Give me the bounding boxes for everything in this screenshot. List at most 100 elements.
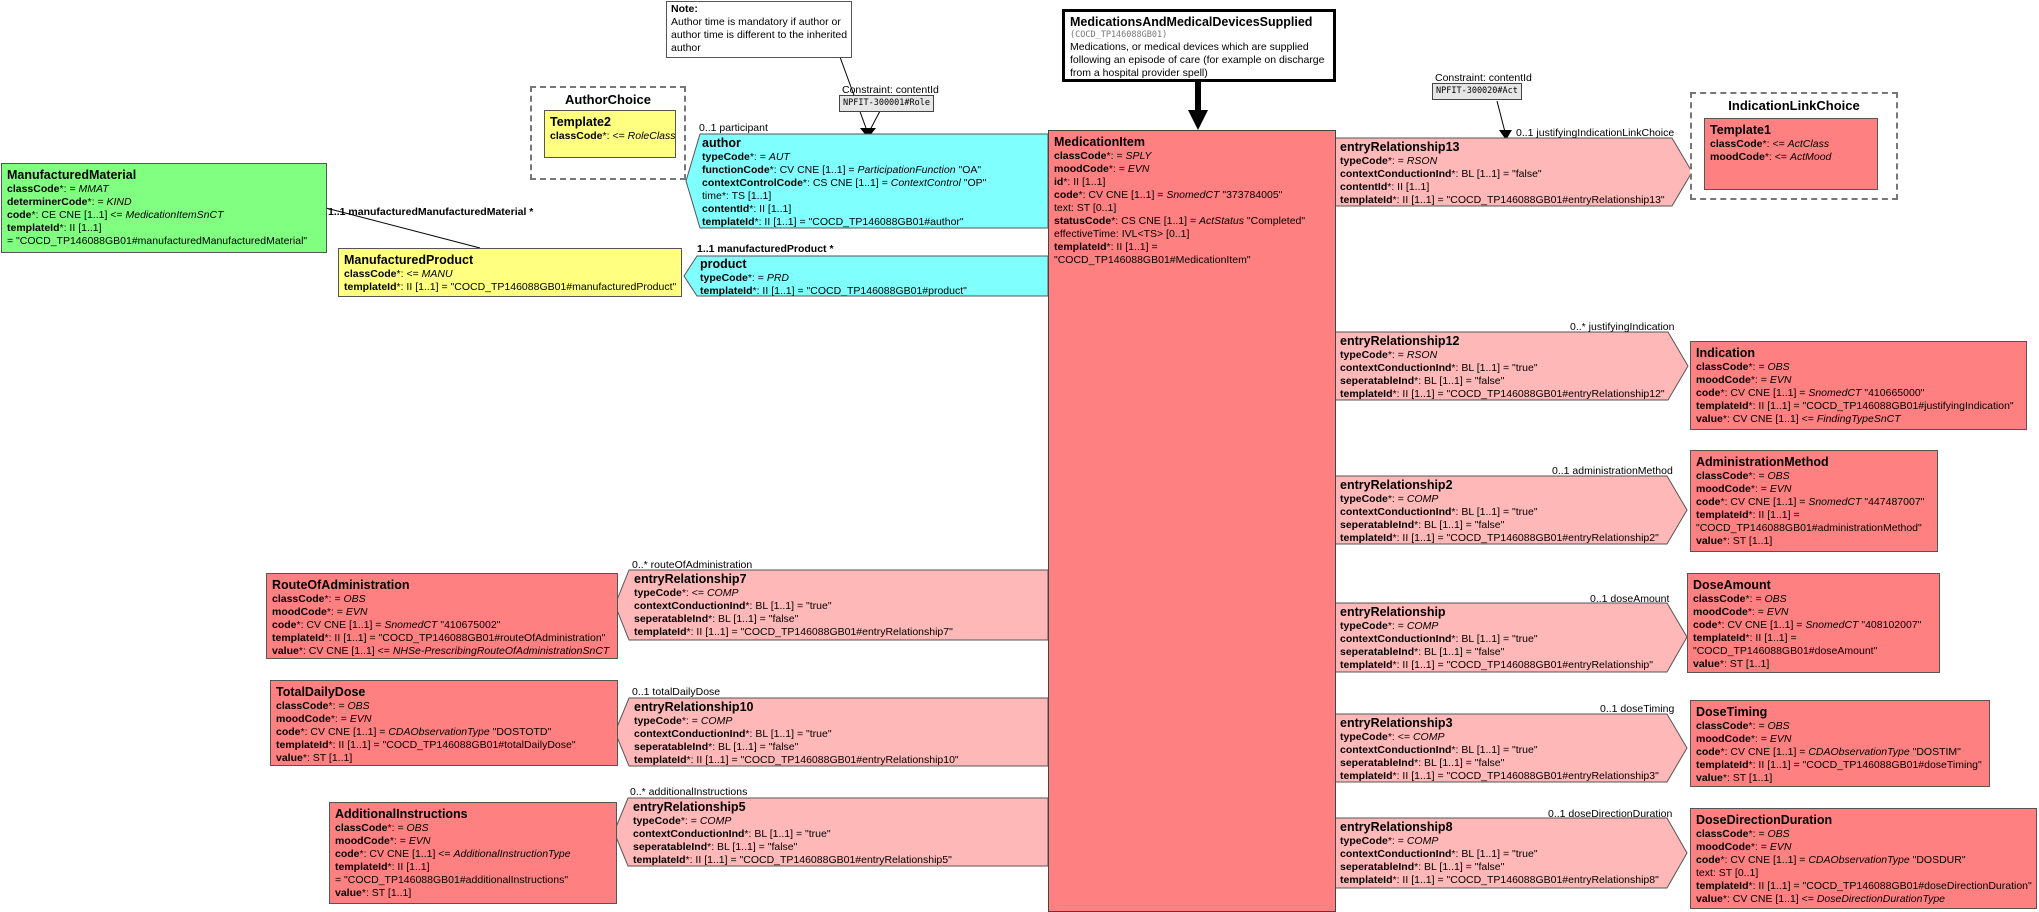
attribute-definition: *: II [1..1] = "COCD_TP146088GB01#entryR…	[685, 854, 952, 866]
attribute-vocabulary: KIND	[106, 196, 132, 208]
attribute-name: seperatableInd	[1340, 646, 1415, 658]
additional-instructions-title: AdditionalInstructions	[335, 807, 468, 821]
attribute-definition: *: II [1..1] = "COCD_TP146088GB01#author…	[754, 216, 964, 228]
header-desc-1: Medications, or medical devices which ar…	[1070, 41, 1309, 53]
attribute-name: code	[1696, 496, 1721, 508]
attribute-vocabulary: ActMood	[1789, 151, 1832, 163]
attribute-line: templateId*: II [1..1] = "COCD_TP146088G…	[1340, 874, 1666, 887]
attribute-line: templateId*: II [1..1] = "COCD_TP146088G…	[276, 739, 613, 752]
attribute-line: templateId*: II [1..1] = "COCD_TP146088G…	[344, 281, 677, 294]
attribute-definition: *: II [1..1] = "COCD_TP146088GB01#routeO…	[324, 632, 606, 644]
attribute-definition: *: =	[387, 822, 407, 834]
attribute-definition: = "COCD_TP146088GB01#additionalInstructi…	[335, 874, 569, 886]
attribute-line: text: ST [0..1]	[1054, 202, 1331, 215]
attribute-vocabulary: EVN	[1766, 606, 1789, 618]
author-constraint-value: NPFIT-300001#Role	[839, 95, 934, 112]
attribute-definition: *: CV CNE [1..1] =	[1720, 387, 1809, 399]
attribute-name: templateId	[1340, 194, 1393, 206]
attribute-definition: *: II [1..1] = "COCD_TP146088GB01#doseDi…	[1748, 880, 2032, 892]
attribute-vocabulary: OBS	[1767, 720, 1790, 732]
attribute-line: code*: CV CNE [1..1] <= AdditionalInstru…	[335, 848, 612, 861]
attribute-definition: *: II [1..1] = "COCD_TP146088GB01#justif…	[1748, 400, 2014, 412]
attribute-name: templateId	[276, 739, 329, 751]
attribute-definition: *: =	[330, 713, 350, 725]
attribute-line: typeCode*: = RSON	[1340, 155, 1672, 168]
attribute-value: "410675002"	[437, 619, 501, 631]
attribute-line: contentId*: II [1..1]	[1340, 181, 1672, 194]
attribute-name: value	[272, 645, 299, 657]
attribute-definition: *: ST [1..1]	[302, 752, 353, 764]
attribute-name: code	[276, 726, 301, 738]
participant-label: 0..1 participant	[699, 122, 768, 134]
attribute-vocabulary: MedicationItemSnCT	[125, 209, 224, 221]
attribute-vocabulary: SPLY	[1125, 150, 1152, 162]
attribute-definition: *: II [1..1]	[387, 861, 430, 873]
attribute-vocabulary: AUT	[768, 151, 790, 163]
template2-title: Template2	[550, 115, 611, 129]
attribute-definition: *: BL [1..1] = "true"	[744, 828, 831, 840]
attribute-line: typeCode*: = COMP	[1340, 493, 1666, 506]
er13-title: entryRelationship13	[1340, 140, 1460, 154]
attribute-vocabulary: EVN	[349, 713, 372, 725]
attribute-line: classCode*: = OBS	[1696, 470, 1933, 483]
author-choice-title: AuthorChoice	[565, 92, 651, 107]
attribute-line: contextControlCode*: CS CNE [1..1] = Con…	[702, 177, 1044, 190]
attribute-vocabulary: SnomedCT	[384, 619, 438, 631]
manufactured-material-title: ManufacturedMaterial	[7, 168, 137, 182]
attribute-line: typeCode*: <= COMP	[1340, 731, 1666, 744]
attribute-definition: *: =	[1387, 349, 1407, 361]
attribute-line: classCode*: = OBS	[272, 593, 613, 606]
constraint-connector-indication	[1496, 100, 1506, 133]
dose-direction-duration-label: 0..1 doseDirectionDuration	[1548, 808, 1673, 820]
attribute-line: moodCode*: = EVN	[1696, 841, 2032, 854]
attribute-definition: *: ST [1..1]	[361, 887, 412, 899]
attribute-line: seperatableInd*: BL [1..1] = "false"	[1340, 375, 1668, 388]
attribute-definition: *: CV CNE [1..1] <=	[359, 848, 454, 860]
attribute-line: "COCD_TP146088GB01#MedicationItem"	[1054, 254, 1331, 267]
attribute-definition: *: <=	[396, 268, 422, 280]
attribute-name: seperatableInd	[634, 613, 709, 625]
attribute-name: classCode	[1696, 361, 1749, 373]
attribute-name: moodCode	[1693, 606, 1748, 618]
attribute-name: code	[1696, 854, 1721, 866]
attribute-line: templateId*: II [1..1] = "COCD_TP146088G…	[1340, 659, 1666, 672]
attribute-name: code	[1054, 189, 1079, 201]
attribute-line: effectiveTime: IVL<TS> [0..1]	[1054, 228, 1331, 241]
attribute-line: value*: ST [1..1]	[1696, 772, 1985, 785]
attribute-line: contentId*: II [1..1]	[702, 203, 1044, 216]
attribute-definition: *: BL [1..1] = "true"	[745, 728, 832, 740]
attribute-line: classCode*: = OBS	[276, 700, 613, 713]
attribute-definition: *: =	[389, 835, 409, 847]
attribute-name: templateId	[702, 216, 755, 228]
medication-item-title: MedicationItem	[1054, 135, 1145, 149]
attribute-line: classCode*: <= RoleClass	[550, 130, 675, 143]
attribute-name: contextConductionInd	[634, 728, 746, 740]
attribute-value: "Completed"	[1243, 215, 1306, 227]
attribute-definition: *: =	[681, 715, 701, 727]
attribute-name: contextConductionInd	[1340, 362, 1452, 374]
attribute-name: contextConductionInd	[634, 600, 746, 612]
additional-instructions-label: 0..* additionalInstructions	[630, 786, 748, 798]
attribute-definition: *: CV CNE [1..1] =	[1717, 619, 1806, 631]
attribute-line: classCode*: <= ActClass	[1710, 138, 1873, 151]
attribute-definition: *: <=	[602, 130, 628, 142]
attribute-name: moodCode	[1696, 733, 1751, 745]
attribute-vocabulary: OBS	[406, 822, 429, 834]
attribute-definition: *: CS CNE [1..1] =	[1111, 215, 1200, 227]
attribute-vocabulary: SnomedCT	[1805, 619, 1859, 631]
attribute-definition: *: =	[1748, 828, 1768, 840]
attribute-vocabulary: EVN	[1769, 374, 1792, 386]
note-box: Note: Author time is mandatory if author…	[666, 1, 852, 58]
attribute-name: classCode	[7, 183, 60, 195]
note-connector	[839, 56, 867, 129]
